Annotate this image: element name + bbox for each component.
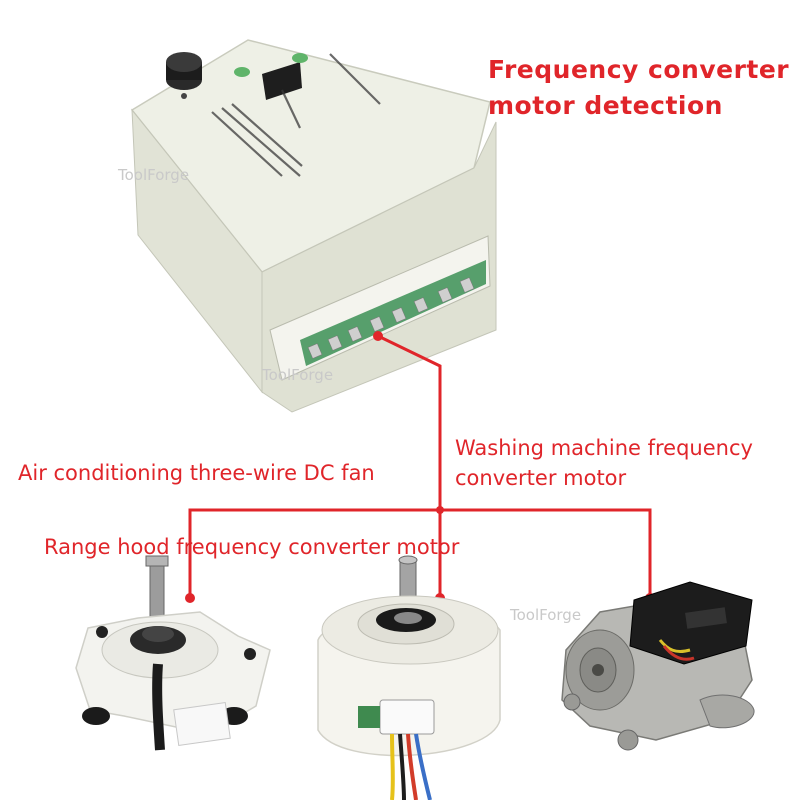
air-conditioning-label: Air conditioning three-wire DC fan [18,461,375,485]
watermark: ToolForge [262,366,334,384]
connector-lines [188,334,652,598]
watermark: ToolForge [510,606,582,624]
washing-label-line-2: converter motor [455,466,627,490]
fan-motor-left [75,555,271,751]
fan-motor-center [317,555,501,800]
title-line-2: motor detection [488,91,723,120]
washing-label-line-1: Washing machine frequency [455,436,753,460]
washing-machine-label: Washing machine frequency converter moto… [455,433,753,493]
title-line-1: Frequency converter [488,55,790,84]
washing-machine-motor [561,581,755,751]
detector-device [130,39,497,413]
page-title: Frequency converter motor detection [488,52,789,124]
watermark: ToolForge [118,166,190,184]
range-hood-label: Range hood frequency converter motor [44,535,460,559]
